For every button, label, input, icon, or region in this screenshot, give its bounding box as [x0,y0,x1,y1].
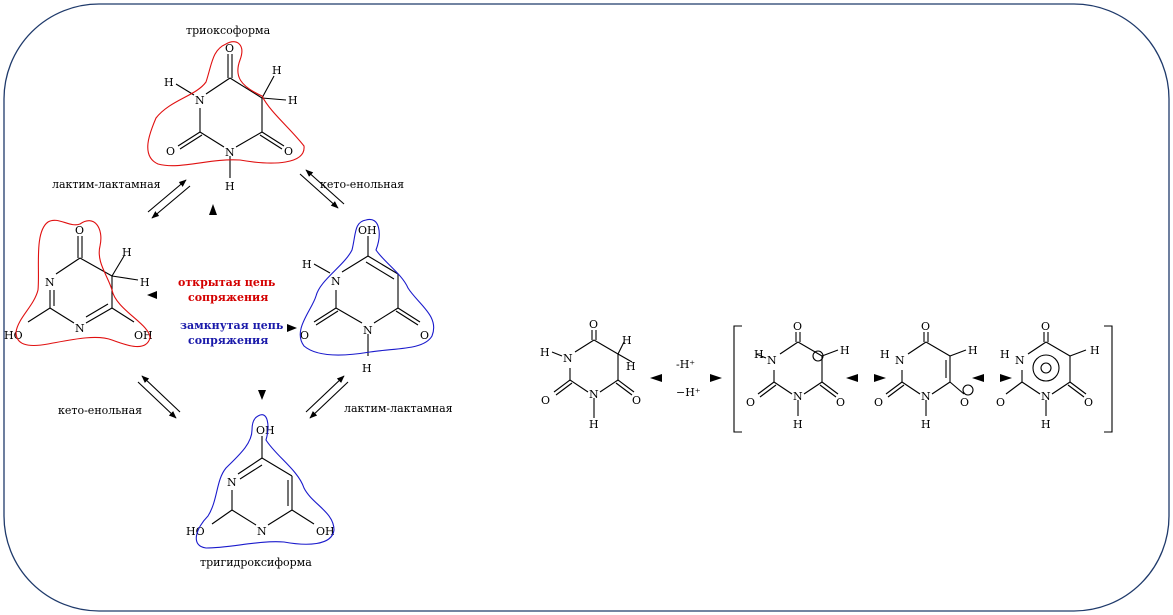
atom-h: H [302,258,312,271]
atom-h: H [968,344,978,357]
atom-n: N [589,388,599,401]
atom-o: O [793,320,802,333]
atom-oh: OH [358,224,377,237]
atom-ho: HO [4,329,23,342]
lactim-label-top: лактим-лактамная [52,178,161,191]
atom-o: O [589,318,598,331]
atom-h: H [122,246,132,259]
barbituric-acid: O H H H N N O O H [540,318,641,431]
open-chain-note-2: сопряжения [188,291,268,304]
equilibrium-arrows [137,169,349,419]
atom-n: N [895,354,905,367]
atom-h: H [626,360,636,373]
atom-n: N [921,390,931,403]
atom-o: O [921,320,930,333]
atom-o: O [960,396,969,409]
atom-n: N [767,354,777,367]
minus-proton-bottom: −H⁺ [676,386,701,399]
atom-o: O [166,145,175,158]
minus-proton-top: -H⁺ [676,358,695,371]
atom-h: H [225,180,235,193]
lactim-structure: O H H N N HO OH [4,219,153,348]
atom-n: N [225,146,235,159]
atom-o: O [746,396,755,409]
trihydroxy-structure: OH N N HO OH тригидроксиформа [186,414,335,569]
atom-n: N [257,525,267,538]
atom-o: O [836,396,845,409]
atom-o: O [420,329,429,342]
anion-resonance-2: O H H N N O O H [874,320,978,431]
atom-h: H [1000,348,1010,361]
atom-n: N [1015,354,1025,367]
closed-chain-outline-bottom [195,414,335,549]
atom-h: H [589,418,599,431]
open-chain-outline-top [147,41,305,167]
atom-h: H [272,64,282,77]
atom-n: N [227,476,237,489]
atom-h: H [793,418,803,431]
trihydroxy-label: тригидроксиформа [200,556,312,569]
atom-h: H [362,362,372,375]
atom-o: O [1084,396,1093,409]
closed-chain-outline-right [299,218,435,356]
atom-n: N [363,324,373,337]
deprotonation-scheme: O H H H N N O O H -H⁺ −H⁺ [540,318,1113,433]
atom-h: H [164,76,174,89]
atom-h: H [288,94,298,107]
keto-enol-label-top: кето-енольная [320,178,404,191]
atom-o: O [75,224,84,237]
atom-n: N [195,94,205,107]
atom-o: O [225,42,234,55]
atom-h: H [622,334,632,347]
atom-oh: OH [256,424,275,437]
atom-o: O [632,394,641,407]
atom-n: N [563,352,573,365]
atom-h: H [1041,418,1051,431]
closed-chain-note: замкнутая цепь [180,319,284,332]
atom-o: O [874,396,883,409]
atom-o: O [300,329,309,342]
atom-o: O [541,394,550,407]
atom-n: N [75,322,85,335]
trioxo-structure: триоксоформа O N N O O H H H H [147,24,305,193]
anion-resonance-1: O H H N N O O H [746,320,850,431]
anion-delocalized: O H H N N O O H [996,320,1100,431]
closed-chain-note-2: сопряжения [188,334,268,347]
atom-n: N [331,275,341,288]
atom-ho: HO [186,525,205,538]
atom-n: N [45,276,55,289]
atom-o: O [996,396,1005,409]
atom-o: O [284,145,293,158]
atom-h: H [921,418,931,431]
atom-n: N [793,390,803,403]
atom-h: H [754,348,764,361]
trioxo-label: триоксоформа [186,24,271,37]
atom-oh: OH [316,525,335,538]
atom-h: H [140,276,150,289]
atom-h: H [1090,344,1100,357]
keto-enol-label-bottom: кето-енольная [58,404,142,417]
atom-h: H [880,348,890,361]
atom-o: O [1041,320,1050,333]
diagram-frame [3,3,1170,612]
lactim-label-bottom: лактим-лактамная [344,402,453,415]
atom-h: H [840,344,850,357]
open-chain-outline-left [15,219,151,348]
atom-h: H [540,346,550,359]
enol-structure: OH H N N O O H [299,218,435,375]
open-chain-note: открытая цепь [178,276,276,289]
atom-n: N [1041,390,1051,403]
